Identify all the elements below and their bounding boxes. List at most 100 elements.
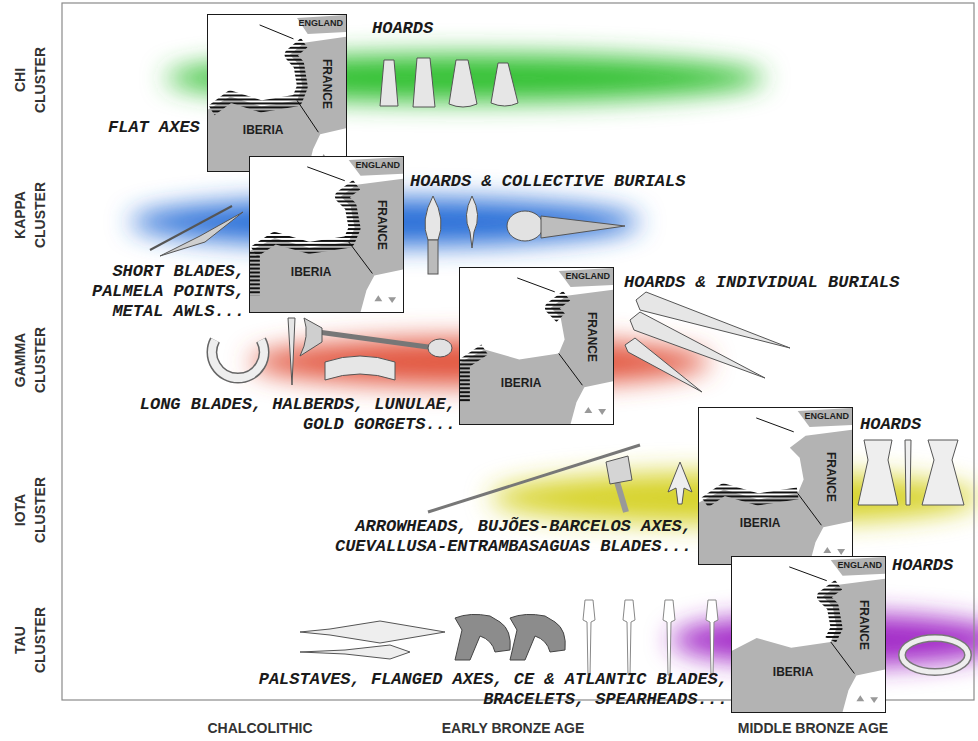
coast-hatching <box>250 252 260 295</box>
boundary-line <box>260 25 294 39</box>
island <box>837 549 845 555</box>
axe <box>922 440 964 505</box>
land <box>349 157 403 176</box>
chisel <box>905 440 911 505</box>
halberd-blade <box>300 318 322 356</box>
dagger-handle <box>428 240 438 274</box>
period-label: CHALCOLITHIC <box>208 719 313 737</box>
blade <box>623 600 635 675</box>
coast-hatching <box>254 185 357 252</box>
hand <box>507 211 543 241</box>
context-label: HOARDS <box>892 556 953 576</box>
land <box>297 15 346 34</box>
boundary-line <box>517 278 555 292</box>
country-label: FRANCE <box>321 59 333 109</box>
artifact-list: SHORT BLADES, PALMELA POINTS, METAL AWLS… <box>85 262 245 322</box>
spearhead <box>300 621 445 643</box>
country-label: ENGLAND <box>356 161 401 170</box>
flanged-axe <box>510 614 565 660</box>
coast-hatching <box>823 585 839 640</box>
lunula <box>212 340 264 378</box>
land <box>559 268 613 287</box>
boundary-line <box>756 418 794 432</box>
border-line <box>349 242 373 274</box>
island <box>870 697 878 703</box>
short-blade <box>160 212 243 256</box>
map-inset: ENGLAND FRANCE IBERIA <box>731 556 886 713</box>
map-inset: ENGLAND FRANCE IBERIA <box>207 14 347 172</box>
country-label: FRANCE <box>858 600 870 650</box>
land <box>831 557 885 576</box>
boundary-line <box>789 567 827 581</box>
country-label: FRANCE <box>376 200 388 250</box>
coast-hatching <box>705 489 798 502</box>
country-label: IBERIA <box>291 266 332 278</box>
flat-axe <box>380 60 398 106</box>
flat-axe <box>413 58 435 107</box>
long-awl <box>428 445 640 512</box>
country-label: FRANCE <box>825 452 837 502</box>
land <box>732 579 885 712</box>
artifact-list: PALSTAVES, FLANGED AXES, CE & ATLANTIC B… <box>252 670 728 710</box>
island <box>598 409 606 415</box>
short-blade <box>541 216 625 238</box>
dagger-blade <box>425 196 441 240</box>
bracelet <box>902 638 968 672</box>
palmela-point <box>466 196 477 248</box>
country-label: ENGLAND <box>299 19 344 28</box>
artifact-list: FLAT AXES <box>108 118 200 138</box>
flat-axe <box>491 63 518 106</box>
island <box>856 695 864 701</box>
map-inset: ENGLANDFRANCEIBERIA <box>459 267 614 425</box>
hand <box>428 339 452 357</box>
awl <box>288 318 295 385</box>
map-inset: ENGLAND FRANCE IBERIA <box>698 407 853 565</box>
artifact-list: ARROWHEADS, BUJÕES-BARCELOS AXES, CUEVAL… <box>326 517 692 557</box>
island <box>584 407 592 413</box>
boundary-line <box>307 167 345 181</box>
period-label: EARLY BRONZE AGE <box>442 719 585 737</box>
arrowhead <box>668 462 692 504</box>
context-label: HOARDS & INDIVIDUAL BURIALS <box>624 273 899 293</box>
axe <box>858 440 898 505</box>
cluster-label: CHI CLUSTER <box>10 42 50 118</box>
border-line <box>559 353 583 385</box>
border-line <box>798 493 822 525</box>
land <box>208 37 346 171</box>
country-label: IBERIA <box>773 666 814 678</box>
context-label: HOARDS & COLLECTIVE BURIALS <box>410 172 685 192</box>
long-blade <box>625 338 702 392</box>
period-label: MIDDLE BRONZE AGE <box>738 719 888 737</box>
country-label: IBERIA <box>501 377 542 389</box>
land <box>699 430 852 564</box>
land <box>460 290 613 424</box>
cluster-label: GAMMA CLUSTER <box>10 322 50 398</box>
country-label: IBERIA <box>243 124 284 136</box>
map-inset: ENGLAND FRANCE IBERIA <box>249 156 404 313</box>
coast-hatching <box>212 43 305 111</box>
spearhead <box>300 645 410 659</box>
coast-hatching <box>464 349 485 402</box>
bujoes-barcelos-axe <box>606 456 632 484</box>
border-line <box>831 642 855 674</box>
long-blade <box>630 312 765 378</box>
country-label: ENGLAND <box>838 561 883 570</box>
context-label: HOARDS <box>372 19 433 39</box>
blade <box>663 600 675 675</box>
border-line <box>297 100 318 132</box>
bracelet <box>902 638 968 672</box>
country-label: ENGLAND <box>805 412 850 421</box>
artifact-list: LONG BLADES, HALBERDS, LUNULAE, GOLD GOR… <box>132 395 456 435</box>
cluster-label: IOTA CLUSTER <box>10 472 50 548</box>
cluster-label: TAU CLUSTER <box>10 602 50 678</box>
country-label: ENGLAND <box>566 272 611 281</box>
gold-gorget <box>325 356 395 380</box>
land <box>250 179 403 312</box>
blade <box>706 600 718 675</box>
palstave <box>455 614 510 660</box>
blade <box>583 600 595 675</box>
country-label: IBERIA <box>740 517 781 529</box>
coast-hatching <box>551 296 567 318</box>
lunula <box>212 340 264 378</box>
flat-axe <box>449 60 477 107</box>
